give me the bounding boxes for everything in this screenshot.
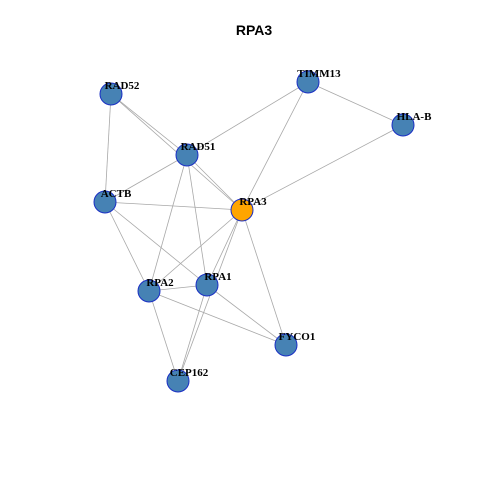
- node-circle-rpa3: [230, 198, 254, 222]
- node-rad52: RAD52: [99, 80, 140, 106]
- edge-rad52-rad51: [110, 93, 188, 156]
- edge-actb-rpa3: [104, 201, 243, 211]
- edge-rad52-actb: [104, 93, 112, 203]
- node-circle-cep162: [166, 369, 190, 393]
- node-label-rpa1: RPA1: [204, 271, 231, 283]
- edge-timm13-hla-b: [307, 81, 404, 126]
- node-actb: ACTB: [93, 188, 132, 214]
- edge-timm13-rpa3: [241, 81, 309, 211]
- node-fyco1: FYCO1: [274, 331, 316, 357]
- edge-actb-rpa1: [104, 201, 208, 286]
- node-rpa3: RPA3: [230, 196, 267, 222]
- edge-rad51-rpa1: [186, 154, 208, 286]
- node-circle-fyco1: [274, 333, 298, 357]
- edge-rad51-rpa3: [186, 154, 243, 211]
- edge-rpa2-cep162: [148, 290, 179, 382]
- node-label-timm13: TIMM13: [297, 68, 341, 80]
- node-circle-hla-b: [391, 113, 415, 137]
- node-label-rpa2: RPA2: [146, 277, 174, 289]
- edge-rpa3-rpa1: [206, 209, 243, 286]
- graph-title: RPA3: [236, 22, 273, 38]
- node-label-rad52: RAD52: [105, 80, 140, 92]
- edge-rpa1-cep162: [177, 284, 208, 382]
- node-circle-timm13: [296, 70, 320, 94]
- node-circle-actb: [93, 190, 117, 214]
- edge-timm13-rad51: [186, 81, 309, 156]
- edge-rpa3-fyco1: [241, 209, 287, 346]
- node-label-actb: ACTB: [101, 188, 132, 200]
- node-cep162: CEP162: [166, 367, 209, 393]
- edge-rpa1-fyco1: [206, 284, 287, 346]
- node-rad51: RAD51: [175, 141, 216, 167]
- node-label-fyco1: FYCO1: [279, 331, 316, 343]
- node-rpa1: RPA1: [195, 271, 232, 297]
- node-label-rad51: RAD51: [181, 141, 216, 153]
- node-hla-b: HLA-B: [391, 111, 433, 137]
- node-rpa2: RPA2: [137, 277, 174, 303]
- node-label-cep162: CEP162: [170, 367, 209, 379]
- node-circle-rad52: [99, 82, 123, 106]
- node-timm13: TIMM13: [296, 68, 341, 94]
- edge-hla-b-rpa3: [241, 124, 404, 211]
- edge-actb-rpa2: [104, 201, 150, 292]
- node-circle-rpa2: [137, 279, 161, 303]
- edges-layer: [104, 81, 404, 382]
- edge-rpa3-rpa2: [148, 209, 243, 292]
- edge-rad51-actb: [104, 154, 188, 203]
- node-circle-rad51: [175, 143, 199, 167]
- node-label-rpa3: RPA3: [239, 196, 267, 208]
- node-label-hla-b: HLA-B: [397, 111, 433, 123]
- edge-rad51-rpa2: [148, 154, 188, 292]
- node-circle-rpa1: [195, 273, 219, 297]
- edge-rpa2-fyco1: [148, 290, 287, 346]
